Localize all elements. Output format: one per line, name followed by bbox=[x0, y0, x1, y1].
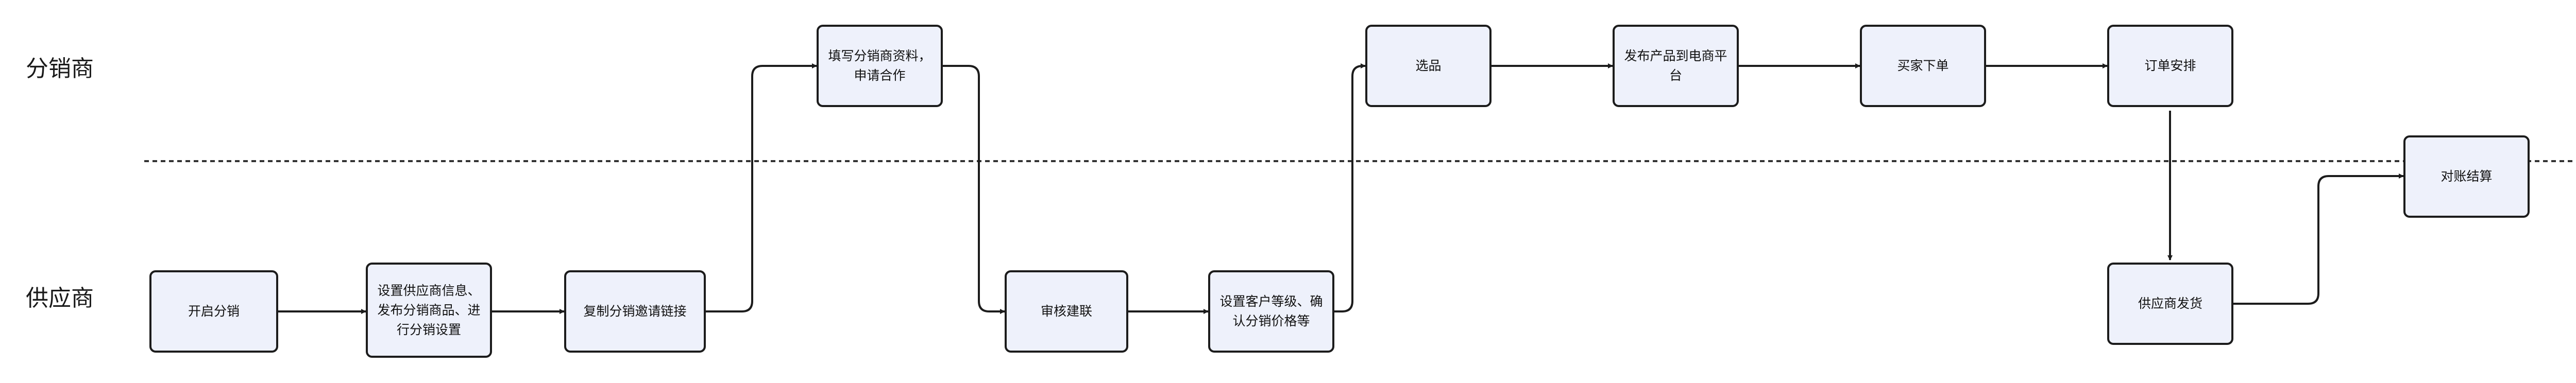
node-order-arrange-label: 订单安排 bbox=[2144, 58, 2196, 73]
node-copy-invite-link: 复制分销邀请链接 bbox=[564, 270, 706, 353]
node-reconcile: 对账结算 bbox=[2403, 135, 2530, 218]
node-review-link-label: 审核建联 bbox=[1040, 304, 1092, 319]
node-fill-distributor-info-label: 填写分销商资料，申请合作 bbox=[828, 48, 931, 83]
node-select-products-label: 选品 bbox=[1415, 58, 1442, 73]
node-supplier-ship: 供应商发货 bbox=[2107, 263, 2233, 345]
node-buyer-order-label: 买家下单 bbox=[1897, 58, 1949, 73]
edge-ship-to-reconcile bbox=[2233, 173, 2404, 305]
node-publish-to-ecommerce: 发布产品到电商平台 bbox=[1613, 25, 1739, 107]
node-supplier-ship-label: 供应商发货 bbox=[2138, 296, 2202, 311]
edge-copylink-to-fillinfo bbox=[706, 63, 817, 312]
edge-setlevel-to-select bbox=[1334, 63, 1366, 312]
node-set-customer-level: 设置客户等级、确认分销价格等 bbox=[1208, 270, 1334, 353]
lane-label-supplier: 供应商 bbox=[26, 285, 94, 311]
node-order-arrange: 订单安排 bbox=[2107, 25, 2233, 107]
lane-label-distributor: 分销商 bbox=[26, 56, 94, 82]
node-open-distribution: 开启分销 bbox=[149, 270, 278, 353]
node-open-distribution-label: 开启分销 bbox=[188, 304, 240, 319]
node-set-supplier-info: 设置供应商信息、发布分销商品、进行分销设置 bbox=[366, 263, 492, 358]
node-review-link: 审核建联 bbox=[1005, 270, 1128, 353]
node-copy-invite-link-label: 复制分销邀请链接 bbox=[583, 304, 687, 319]
node-fill-distributor-info: 填写分销商资料，申请合作 bbox=[817, 25, 943, 107]
node-publish-to-ecommerce-label: 发布产品到电商平台 bbox=[1624, 48, 1727, 83]
node-buyer-order: 买家下单 bbox=[1860, 25, 1986, 107]
node-reconcile-label: 对账结算 bbox=[2441, 169, 2493, 184]
node-set-supplier-info-label: 设置供应商信息、发布分销商品、进行分销设置 bbox=[377, 283, 481, 337]
node-select-products: 选品 bbox=[1365, 25, 1492, 107]
node-set-customer-level-label: 设置客户等级、确认分销价格等 bbox=[1219, 294, 1323, 328]
edge-fillinfo-to-review bbox=[943, 65, 1005, 314]
